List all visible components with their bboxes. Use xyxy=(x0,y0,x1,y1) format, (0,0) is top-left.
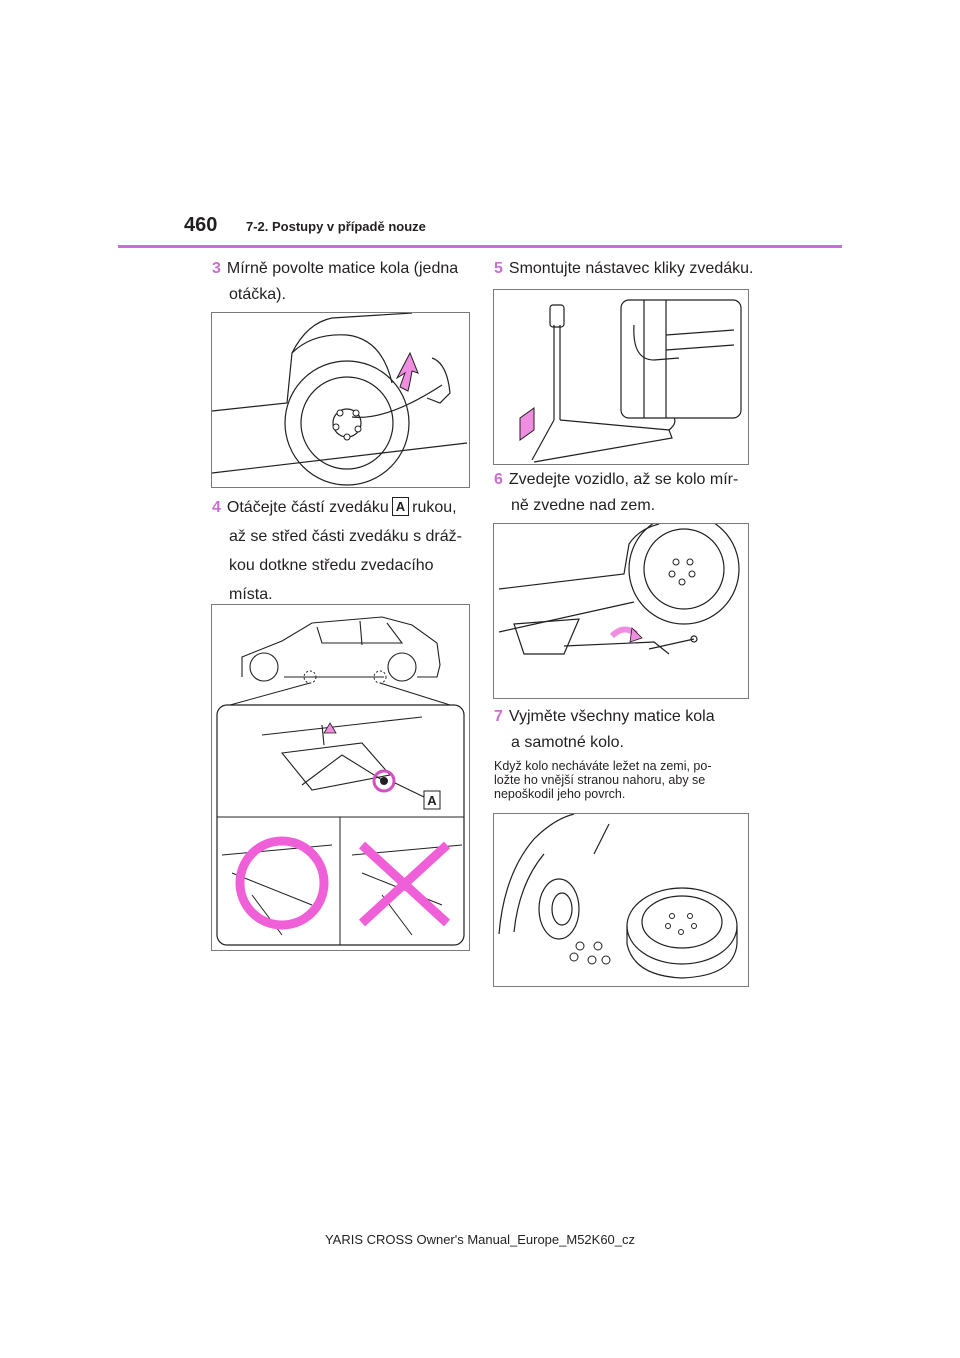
step-text: ně zvedne nad zem. xyxy=(511,497,656,514)
step-number: 6 xyxy=(494,471,503,488)
step-3: 3 Mírně povolte matice kola (jedna otáčka… xyxy=(212,256,482,308)
step-number: 3 xyxy=(212,260,221,277)
note-line: nepoškodil jeho povrch. xyxy=(494,787,626,801)
note-line: Když kolo necháváte ležet na zemi, po- xyxy=(494,759,712,773)
assemble-handle-illustration xyxy=(493,289,749,465)
step-text: kou dotkne středu zvedacího xyxy=(229,557,434,574)
step-number: 5 xyxy=(494,260,503,277)
raise-vehicle-illustration xyxy=(493,523,749,699)
note-line: ložte ho vnější stranou nahoru, aby se xyxy=(494,773,706,787)
step-number: 4 xyxy=(212,499,221,516)
footer-text: YARIS CROSS Owner's Manual_Europe_M52K60… xyxy=(324,1232,636,1247)
step-text: a samotné kolo. xyxy=(511,734,624,751)
step-number: 7 xyxy=(494,708,503,725)
step-7: 7 Vyjměte všechny matice kola a samotné k… xyxy=(494,704,764,756)
note-text: Když kolo necháváte ležet na zemi, po- l… xyxy=(494,759,764,801)
section-title: 7-2. Postupy v případě nouze xyxy=(246,219,426,234)
step-text: Smontujte nástavec kliky zvedáku. xyxy=(508,260,754,277)
step-text: otáčka). xyxy=(229,286,286,303)
page-number: 460 xyxy=(184,214,218,236)
step-text: až se střed části zvedáku s dráž- xyxy=(229,528,462,545)
step-text: Zvedejte vozidlo, až se kolo mír- xyxy=(508,471,739,488)
step-text: Mírně povolte matice kola (jedna xyxy=(226,260,459,277)
loosen-nuts-illustration xyxy=(211,312,470,488)
step-text: Vyjměte všechny matice kola xyxy=(508,708,715,725)
step-text: rukou, xyxy=(412,499,457,516)
remove-wheel-illustration xyxy=(493,813,749,987)
header-rule xyxy=(118,245,842,248)
step-text: Otáčejte částí zvedáku xyxy=(226,499,389,516)
step-5: 5 Smontujte nástavec kliky zvedáku. xyxy=(494,256,764,282)
step-6: 6 Zvedejte vozidlo, až se kolo mír- ně zv… xyxy=(494,467,764,519)
jack-position-illustration: A xyxy=(211,604,470,951)
step-text: místa. xyxy=(229,586,273,603)
callout-badge: A xyxy=(391,497,410,516)
callout-label: A xyxy=(427,793,437,808)
